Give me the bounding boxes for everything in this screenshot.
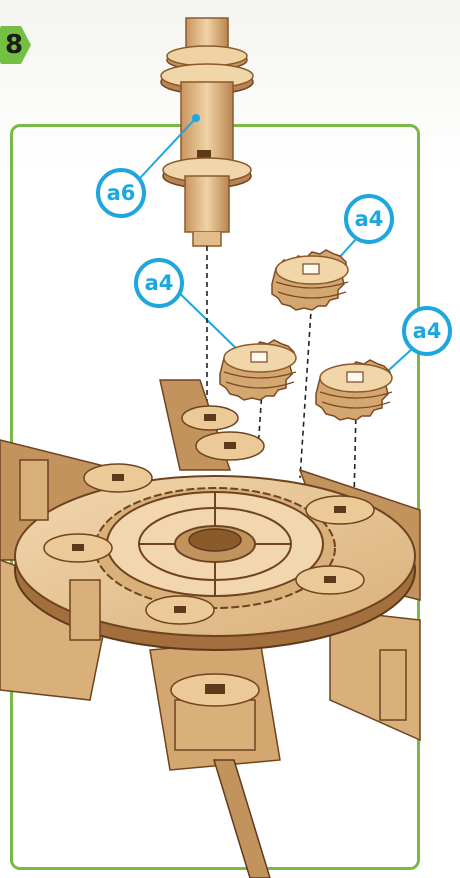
spindle-part-icon: [161, 18, 253, 246]
part-callout-a4: a4: [344, 194, 394, 244]
part-callout-label: a4: [145, 271, 174, 295]
part-callout-a6: a6: [96, 168, 146, 218]
gear-mechanism-assembly-icon: [0, 380, 420, 878]
small-gear-part-icon: [316, 360, 392, 420]
small-gear-part-icon: [220, 340, 296, 400]
small-gear-part-icon: [272, 250, 348, 310]
part-callout-a4: a4: [402, 306, 452, 356]
part-callout-label: a6: [107, 181, 136, 205]
part-callout-label: a4: [413, 319, 442, 343]
part-callout-a4: a4: [134, 258, 184, 308]
part-callout-label: a4: [355, 207, 384, 231]
